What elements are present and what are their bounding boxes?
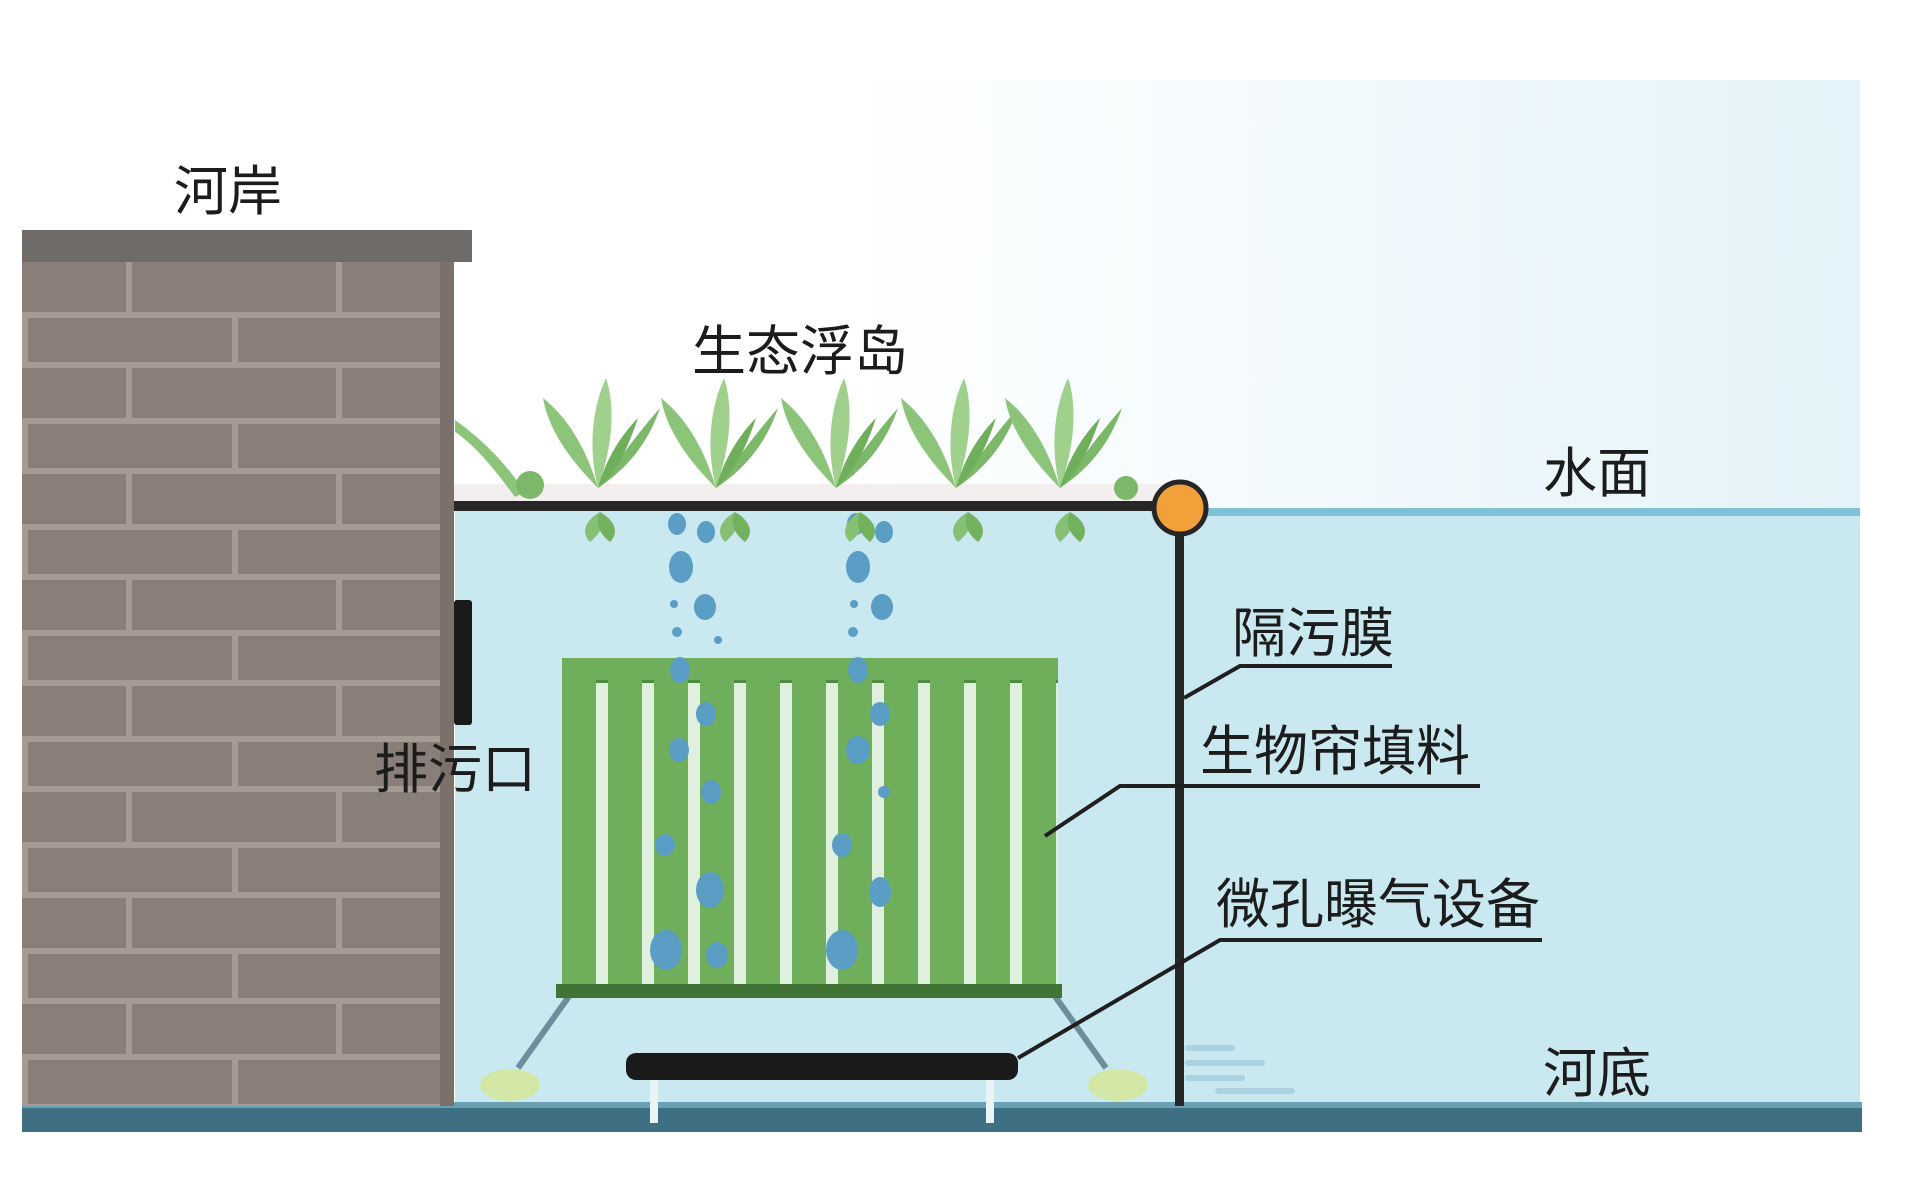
curtain-base-bar (556, 984, 1062, 998)
water-ripples (1185, 1045, 1295, 1094)
label-water-surface: 水面 (1543, 442, 1651, 505)
isolation-membrane (1151, 479, 1209, 1106)
membrane-float-ball (1151, 479, 1209, 537)
riverbed (22, 1106, 1862, 1132)
label-outfall: 排污口 (374, 738, 536, 801)
leader-bio-curtain (1043, 784, 1480, 838)
river-bank-wall (22, 230, 472, 1106)
label-riverbed: 河底 (1543, 1042, 1651, 1105)
floating-island-platform (454, 484, 1182, 511)
leader-isolation-membrane (1183, 664, 1392, 700)
label-aeration-device: 微孔曝气设备 (1216, 873, 1540, 936)
leader-aeration (1016, 938, 1542, 1060)
bank-cap (22, 230, 472, 262)
outfall-pipe (454, 600, 472, 725)
micro-aeration-device (626, 1053, 1018, 1123)
label-bio-curtain: 生物帘填料 (1200, 720, 1470, 783)
label-isolation-membrane: 隔污膜 (1232, 602, 1394, 665)
label-river-bank: 河岸 (174, 160, 282, 223)
water-surface-line (1195, 508, 1860, 516)
label-floating-island: 生态浮岛 (692, 320, 908, 383)
bio-curtain-filler (556, 658, 1062, 998)
leader-lines (1016, 664, 1542, 1060)
floating-island-plants (455, 378, 1138, 500)
